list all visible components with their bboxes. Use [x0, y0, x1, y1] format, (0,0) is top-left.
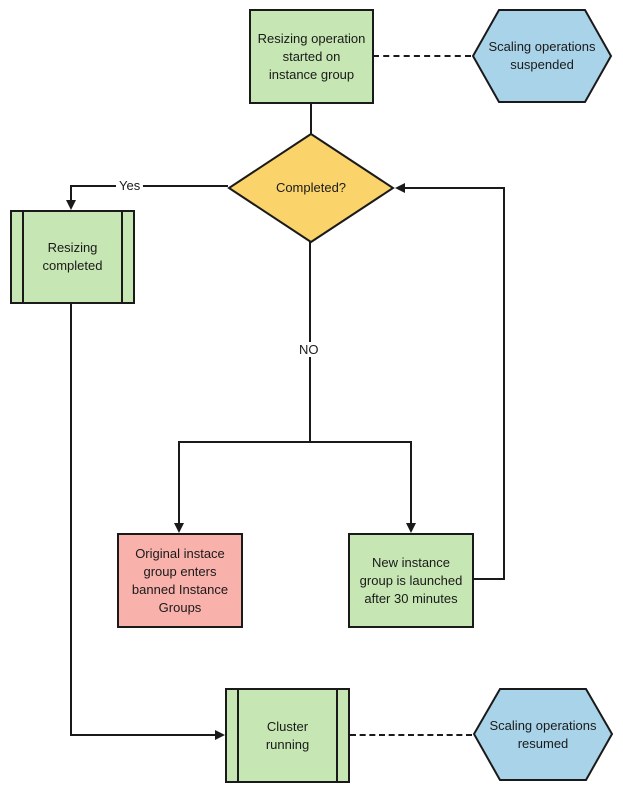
connector-completed-down — [70, 303, 72, 736]
connector-feedback-vertical — [503, 187, 505, 580]
connector-dashed-suspended — [373, 55, 471, 57]
predefined-bar-left — [22, 212, 24, 302]
edge-label-yes: Yes — [116, 178, 144, 193]
connector-completed-horizontal — [70, 734, 215, 736]
connector-yes-vertical — [70, 185, 72, 201]
arrowhead-into-resizing-completed — [66, 200, 76, 210]
connector-start-to-decision — [310, 103, 312, 134]
arrowhead-into-cluster — [215, 730, 225, 740]
arrowhead-into-banned-groups — [174, 523, 184, 533]
connector-branch-left-vertical — [178, 441, 180, 524]
connector-branch-horizontal — [178, 441, 412, 443]
connector-feedback-out — [474, 578, 505, 580]
hexagon-shape — [471, 9, 613, 103]
node-resizing-completed: Resizing completed — [10, 210, 135, 304]
predefined-bar-right — [336, 690, 338, 781]
node-resize-start-label: Resizing operation started on instance g… — [257, 30, 366, 82]
terminator-scaling-resumed — [472, 688, 614, 781]
node-cluster-running: Cluster running — [225, 688, 350, 783]
node-resizing-completed-label: Resizing completed — [42, 240, 103, 273]
node-new-instance: New instance group is launched after 30 … — [348, 533, 474, 628]
node-banned-groups-label: Original instace group enters banned Ins… — [131, 545, 229, 615]
arrowhead-into-decision — [395, 183, 405, 193]
diamond-shape — [227, 132, 395, 244]
node-new-instance-label: New instance group is launched after 30 … — [359, 554, 463, 606]
connector-feedback-top — [405, 187, 505, 189]
node-cluster-running-label: Cluster running — [265, 718, 310, 752]
node-banned-groups: Original instace group enters banned Ins… — [117, 533, 243, 628]
connector-yes-horizontal — [71, 185, 228, 187]
connector-branch-right-vertical — [410, 441, 412, 524]
terminator-scaling-suspended — [471, 9, 613, 103]
edge-label-no: NO — [296, 342, 322, 357]
predefined-bar-right — [121, 212, 123, 302]
connector-dashed-resumed — [350, 734, 472, 736]
predefined-bar-left — [237, 690, 239, 781]
arrowhead-into-new-instance — [406, 523, 416, 533]
node-resize-start: Resizing operation started on instance g… — [249, 9, 374, 104]
hexagon-shape — [472, 688, 614, 781]
decision-completed — [227, 132, 395, 244]
